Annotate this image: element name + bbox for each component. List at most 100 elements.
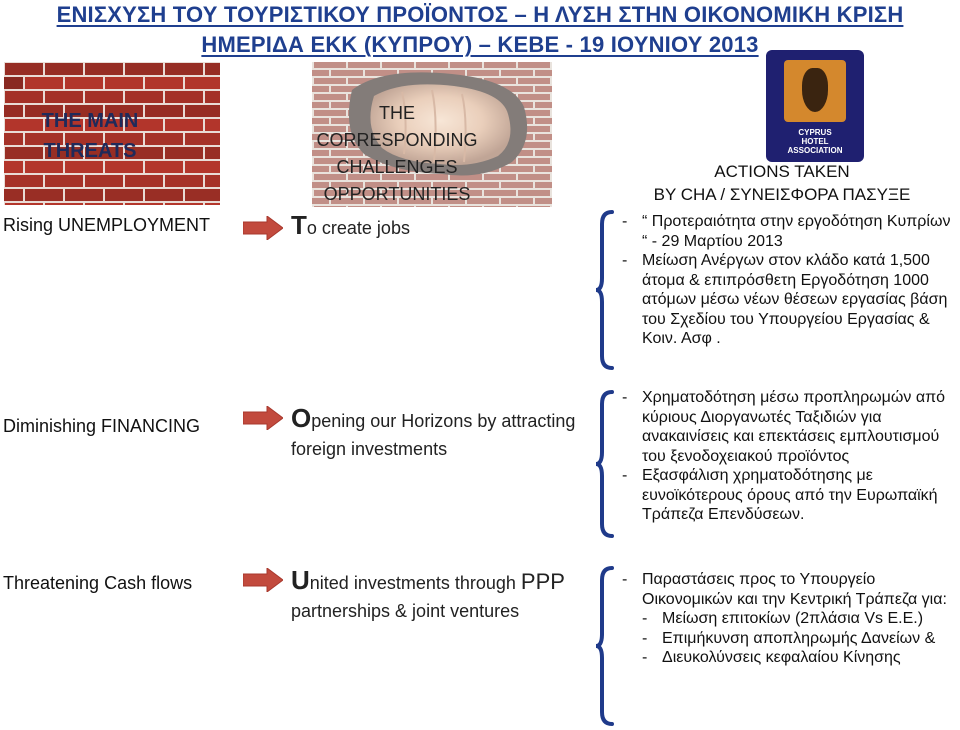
left-brace-icon [595, 210, 614, 370]
brick [83, 89, 125, 105]
brick [123, 89, 165, 105]
brick [163, 201, 205, 205]
title-line-1: ΕΝΙΣΧΥΣΗ ΤΟΥ ΤΟΥΡΙΣΤΙΚΟΥ ΠΡΟΪΟΝΤΟΣ – Η Λ… [56, 2, 904, 27]
brick [4, 201, 45, 205]
brick [203, 145, 220, 161]
action-text: “ Προτεραιότητα στην εργοδότηση Κυπρίων … [642, 213, 951, 250]
challenges-heading-line3: CHALLENGES [336, 157, 458, 177]
challenge-text: pening our Horizons by attracting foreig… [291, 411, 576, 459]
brick [23, 187, 65, 203]
right-arrow-icon [243, 216, 283, 240]
threat-label-cash-flows: Threatening Cash flows [3, 573, 193, 593]
actions-cash-flows: -Παραστάσεις προς το Υπουργείο Οικονομικ… [622, 570, 958, 668]
right-arrow-icon [243, 406, 283, 430]
actions-heading-line2: BY CHA / ΣΥΝΕΙΣΦΟΡΑ ΠΑΣΥΞΕ [653, 185, 911, 204]
action-text: Παραστάσεις προς το Υπουργείο Οικονομικώ… [642, 571, 947, 608]
left-brace-icon [595, 390, 614, 538]
action-item: -Χρηματοδότηση μέσω προπληρωμών από κύρι… [622, 388, 958, 466]
brick [163, 62, 205, 77]
action-text: Χρηματοδότηση μέσω προπληρωμών από κύριο… [642, 389, 945, 465]
brick [203, 173, 220, 189]
title-line-2: ΗΜΕΡΙΔΑ ΕΚΚ (ΚΥΠΡΟΥ) – ΚΕΒΕ - 19 ΙΟΥΝΙΟΥ… [201, 32, 759, 57]
brick [43, 173, 85, 189]
brick [63, 187, 105, 203]
left-brace-icon [595, 566, 614, 726]
challenge-text: o create jobs [306, 218, 410, 238]
brick [163, 89, 205, 105]
logo-text-line1: CYPRUS [798, 128, 832, 137]
brick [43, 201, 85, 205]
cyprus-hotel-association-logo: CYPRUS HOTEL ASSOCIATION [766, 50, 864, 162]
challenge-opening-horizons: Opening our Horizons by attracting forei… [291, 404, 611, 463]
challenge-ppp: PPP [520, 569, 565, 594]
brick [23, 75, 65, 91]
logo-text-line3: ASSOCIATION [787, 146, 843, 155]
brick [4, 187, 25, 203]
challenge-initial: O [291, 403, 312, 433]
sub-action-text: Διευκολύνσεις κεφαλαίου Κίνησης [662, 649, 901, 666]
brick [123, 201, 165, 205]
brick [4, 75, 25, 91]
threat-label-unemployment: Rising UNEMPLOYMENT [3, 215, 211, 235]
right-arrow-icon [243, 568, 283, 592]
brick [63, 75, 105, 91]
challenges-heading: THE CORRESPONDING CHALLENGES OPPORTUNITI… [312, 100, 482, 208]
threats-heading-line2: THREATS [43, 140, 137, 162]
actions-unemployment: -“ Προτεραιότητα στην εργοδότηση Κυπρίων… [622, 212, 958, 349]
challenge-united-investments: United investments through PPP partnersh… [291, 566, 565, 625]
challenges-heading-line2: CORRESPONDING [316, 130, 478, 150]
brick [43, 62, 85, 77]
brick [4, 89, 45, 105]
brick [203, 89, 220, 105]
challenge-initial: T [291, 210, 307, 240]
brick [4, 173, 45, 189]
sub-action-item: -Διευκολύνσεις κεφαλαίου Κίνησης [642, 649, 901, 666]
logo-text-line2: HOTEL [801, 137, 829, 146]
sub-action-text: Μείωση επιτοκίων (2πλάσια Vs Ε.Ε.) [662, 610, 924, 627]
sub-action-item: -Επιμήκυνση αποπληρωμής Δανείων & [642, 629, 936, 647]
action-item: -“ Προτεραιότητα στην εργοδότηση Κυπρίων… [622, 212, 958, 251]
sub-action-text: Επιμήκυνση αποπληρωμής Δανείων & [662, 629, 936, 647]
brick [143, 187, 185, 203]
brick [43, 89, 85, 105]
threat-label-financing: Diminishing FINANCING [3, 416, 201, 436]
action-item: -Παραστάσεις προς το Υπουργείο Οικονομικ… [622, 570, 958, 609]
actions-heading-line1: ACTIONS TAKEN [714, 162, 850, 181]
challenge-create-jobs: To create jobs [291, 211, 410, 242]
challenge-initial: U [291, 565, 310, 595]
brick [183, 131, 220, 147]
brick [143, 75, 185, 91]
action-item: -Εξασφάλιση χρηματοδότησης με ευνοϊκότερ… [622, 466, 958, 525]
brick [203, 62, 220, 77]
brick [203, 117, 220, 133]
actions-financing: -Χρηματοδότηση μέσω προπληρωμών από κύρι… [622, 388, 958, 525]
brick-wall-image [4, 62, 220, 205]
brick [83, 62, 125, 77]
action-item: -Μείωση Ανέργων στον κλάδο κατά 1,500 άτ… [622, 251, 958, 349]
brick [183, 187, 220, 203]
brick [123, 173, 165, 189]
brick [83, 173, 125, 189]
challenge-text-line2: partnerships & joint ventures [291, 601, 520, 621]
brick [123, 62, 165, 77]
brick [183, 103, 220, 119]
brick [203, 201, 220, 205]
brick [4, 62, 45, 77]
challenges-heading-line4: OPPORTUNITIES [323, 184, 471, 204]
action-text: Εξασφάλιση χρηματοδότησης με ευνοϊκότερο… [642, 467, 938, 523]
logo-text: CYPRUS HOTEL ASSOCIATION [766, 128, 864, 155]
threats-heading: THE MAIN THREATS [4, 106, 176, 166]
logo-head-icon [784, 60, 846, 122]
challenge-text: nited investments through [309, 573, 516, 593]
sub-action-item: -Μείωση επιτοκίων (2πλάσια Vs Ε.Ε.) [642, 610, 924, 627]
fist-through-wall-image [312, 62, 552, 207]
brick [163, 173, 205, 189]
brick [183, 159, 220, 175]
threats-heading-line1: THE MAIN [41, 110, 139, 132]
action-text: Μείωση Ανέργων στον κλάδο κατά 1,500 άτο… [642, 252, 948, 347]
brick [183, 75, 220, 91]
brick [103, 187, 145, 203]
brick [103, 75, 145, 91]
challenges-heading-line1: THE [379, 103, 415, 123]
brick [83, 201, 125, 205]
